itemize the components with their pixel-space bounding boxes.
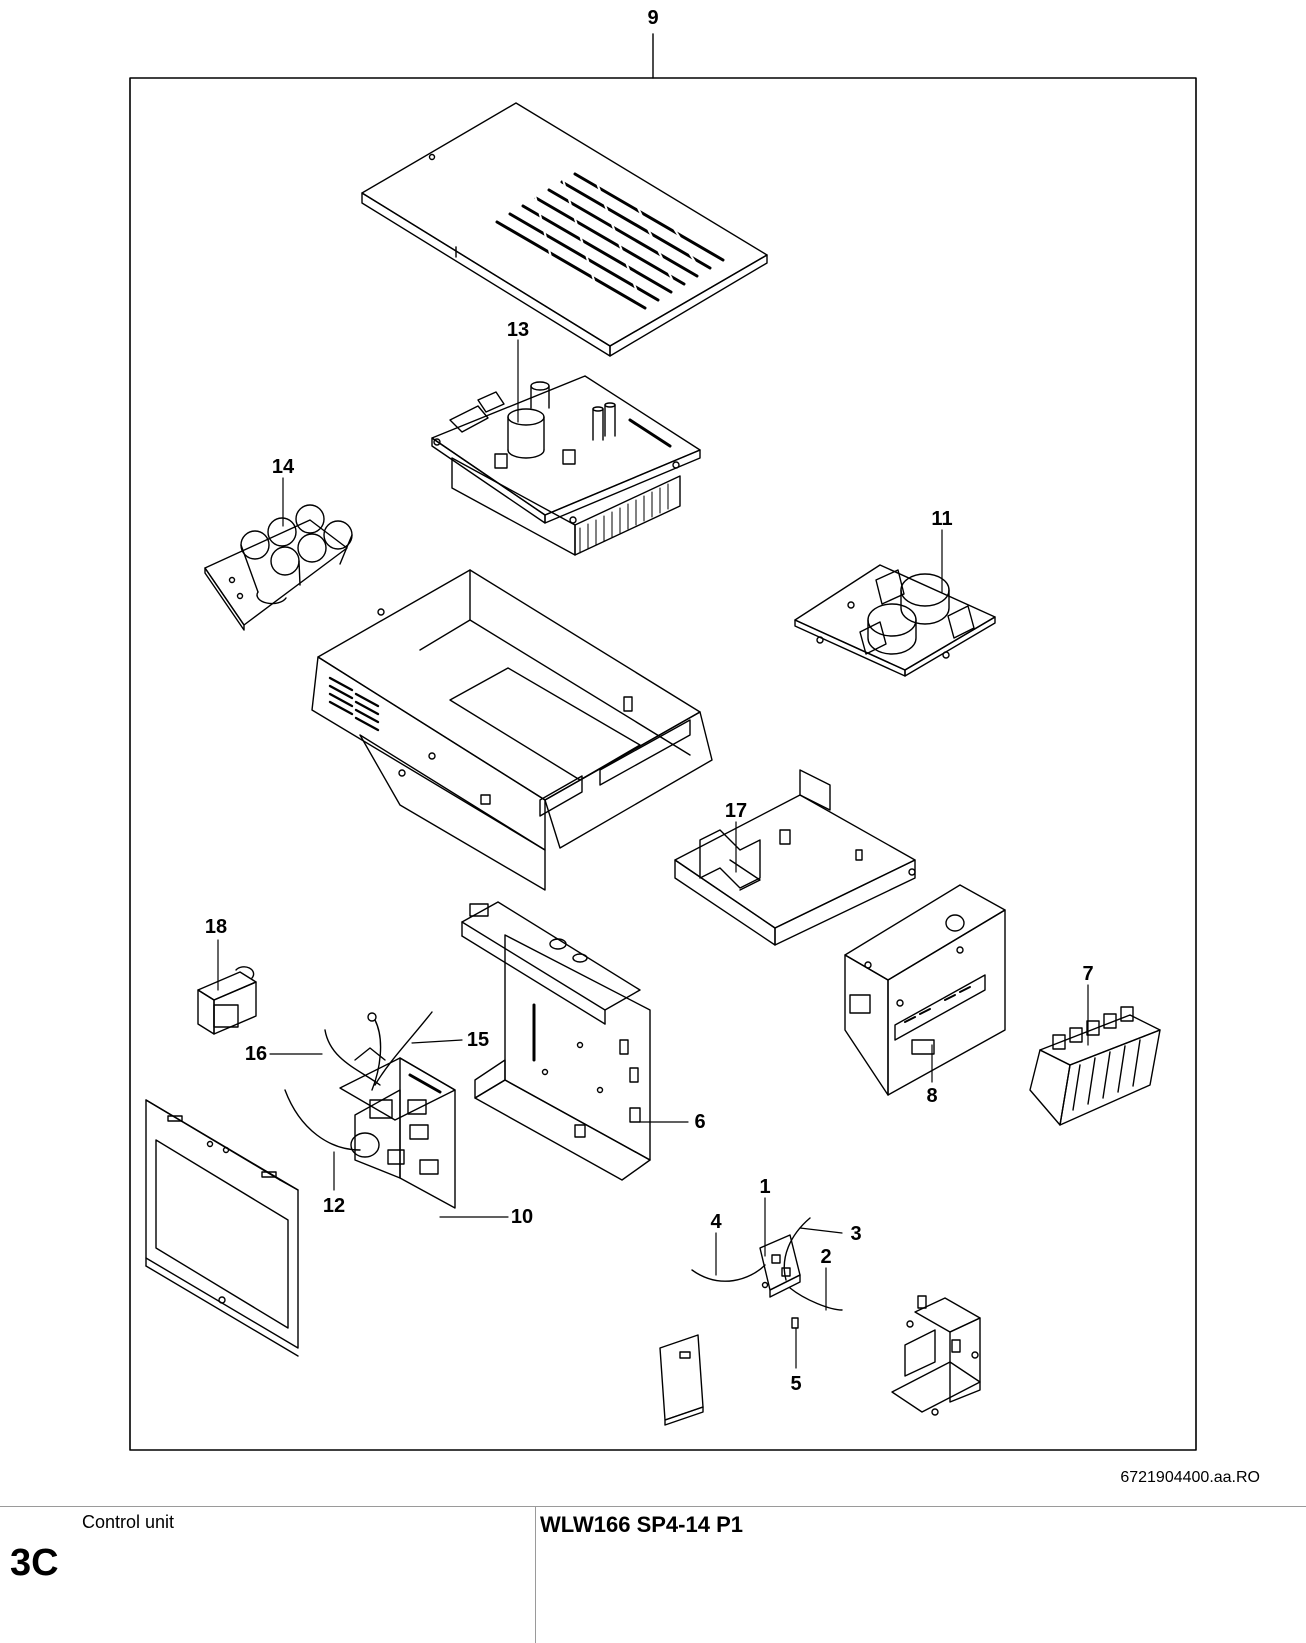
callout-7: 7: [1082, 963, 1093, 985]
transformer-board-part: [794, 564, 996, 677]
callout-16: 16: [245, 1043, 267, 1065]
callout-18: 18: [205, 916, 227, 938]
small-transformer-part: [197, 966, 257, 1035]
terminal-block-part: [1029, 1006, 1161, 1126]
mounting-tray-part: [674, 769, 916, 946]
callout-17: 17: [725, 800, 747, 822]
diagram-frame: [129, 77, 1197, 1451]
callout-3: 3: [850, 1223, 861, 1245]
main-housing-part: [311, 569, 713, 891]
model-label: WLW166 SP4-14 P1: [540, 1512, 743, 1537]
callout-15: 15: [467, 1029, 489, 1051]
reference-code: 6721904400.aa.RO: [1120, 1469, 1260, 1486]
main-control-pcb-part: [284, 1011, 456, 1209]
top-cover-part: [361, 102, 768, 357]
callout-2: 2: [820, 1246, 831, 1268]
section-code: 3C: [10, 1542, 59, 1584]
section-label: Control unit: [82, 1512, 175, 1532]
inverter-pcb-part: [431, 375, 701, 556]
callout-8: 8: [926, 1085, 937, 1107]
callout-5: 5: [790, 1373, 801, 1395]
leader-lines: [217, 339, 1089, 1369]
mounting-bracket-part: [891, 1295, 981, 1416]
cover-plate-part: [659, 1334, 704, 1426]
callout-12: 12: [323, 1195, 345, 1217]
capacitor-board-part: [204, 504, 353, 631]
callout-13: 13: [507, 319, 529, 341]
footer-divider-vertical: [535, 1506, 536, 1643]
callout-9: 9: [647, 7, 658, 29]
callout-10: 10: [511, 1206, 533, 1228]
callout-14: 14: [272, 456, 295, 478]
control-chassis-part: [461, 901, 651, 1181]
footer-divider-horizontal: [0, 1506, 1306, 1507]
small-pcb-part: [691, 1217, 843, 1329]
front-panel-part: [145, 1099, 299, 1357]
callout-6: 6: [694, 1111, 705, 1133]
callout-4: 4: [710, 1211, 722, 1233]
callout-1: 1: [759, 1176, 770, 1198]
display-housing-part: [844, 884, 1006, 1096]
callout-11: 11: [931, 508, 952, 530]
